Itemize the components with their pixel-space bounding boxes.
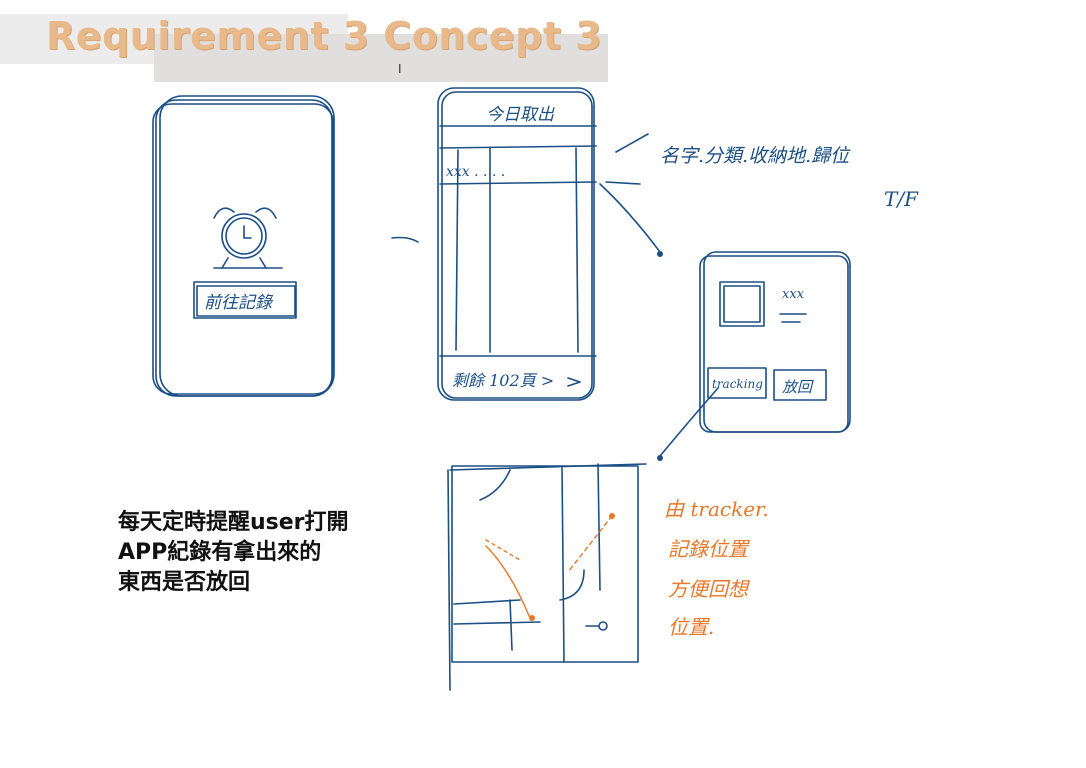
flow-arrow-2	[599, 183, 661, 253]
tracker-note-line2: 記錄位置	[668, 537, 750, 561]
phone2-sketch: 今日取出 xxx . . . . 剩餘 102頁 >	[437, 87, 597, 401]
phone2-header: 今日取出	[486, 105, 555, 125]
tracker-note-line4: 位置.	[668, 615, 714, 639]
alarm-clock-icon	[213, 207, 283, 269]
flow-arrow-3	[659, 387, 719, 457]
title-backdrop-secondary	[154, 34, 608, 82]
map-sketch	[447, 463, 647, 691]
phone1-sketch	[152, 95, 335, 397]
description-line-3: 東西是否放回	[118, 570, 251, 595]
tracker-note-line1: 由 tracker.	[664, 497, 769, 521]
text-cursor-mark: I	[398, 62, 402, 76]
description-line-1: 每天定時提醒user打開	[118, 510, 349, 535]
detail-return-label: 放回	[782, 378, 814, 396]
annotation-tf: T/F	[884, 187, 919, 211]
phone2-footer: 剩餘 102頁 >	[452, 371, 554, 390]
tracker-note-line3: 方便回想	[668, 577, 750, 601]
annotation-line-2	[605, 181, 641, 185]
description-line-2: APP紀錄有拿出來的	[118, 540, 322, 565]
detail-card-sketch: xxx tracking 放回	[699, 251, 851, 433]
phone2-row: xxx . . . .	[446, 164, 505, 180]
phone1-button-label: 前往記錄	[204, 293, 274, 313]
tracker-note: 由 tracker. 記錄位置 方便回想 位置.	[664, 497, 769, 639]
detail-item-name: xxx	[782, 287, 805, 302]
requirement-description: 每天定時提醒user打開 APP紀錄有拿出來的 東西是否放回	[118, 508, 349, 598]
detail-tracking-label: tracking	[712, 377, 763, 391]
flow-arrow-1	[391, 236, 419, 243]
annotation-fields: 名字.分類.收納地.歸位	[660, 145, 851, 167]
annotation-line	[615, 133, 649, 153]
phone1-record-button[interactable]: 前往記錄	[193, 281, 297, 319]
page-title: Requirement 3 Concept 3	[46, 14, 603, 58]
